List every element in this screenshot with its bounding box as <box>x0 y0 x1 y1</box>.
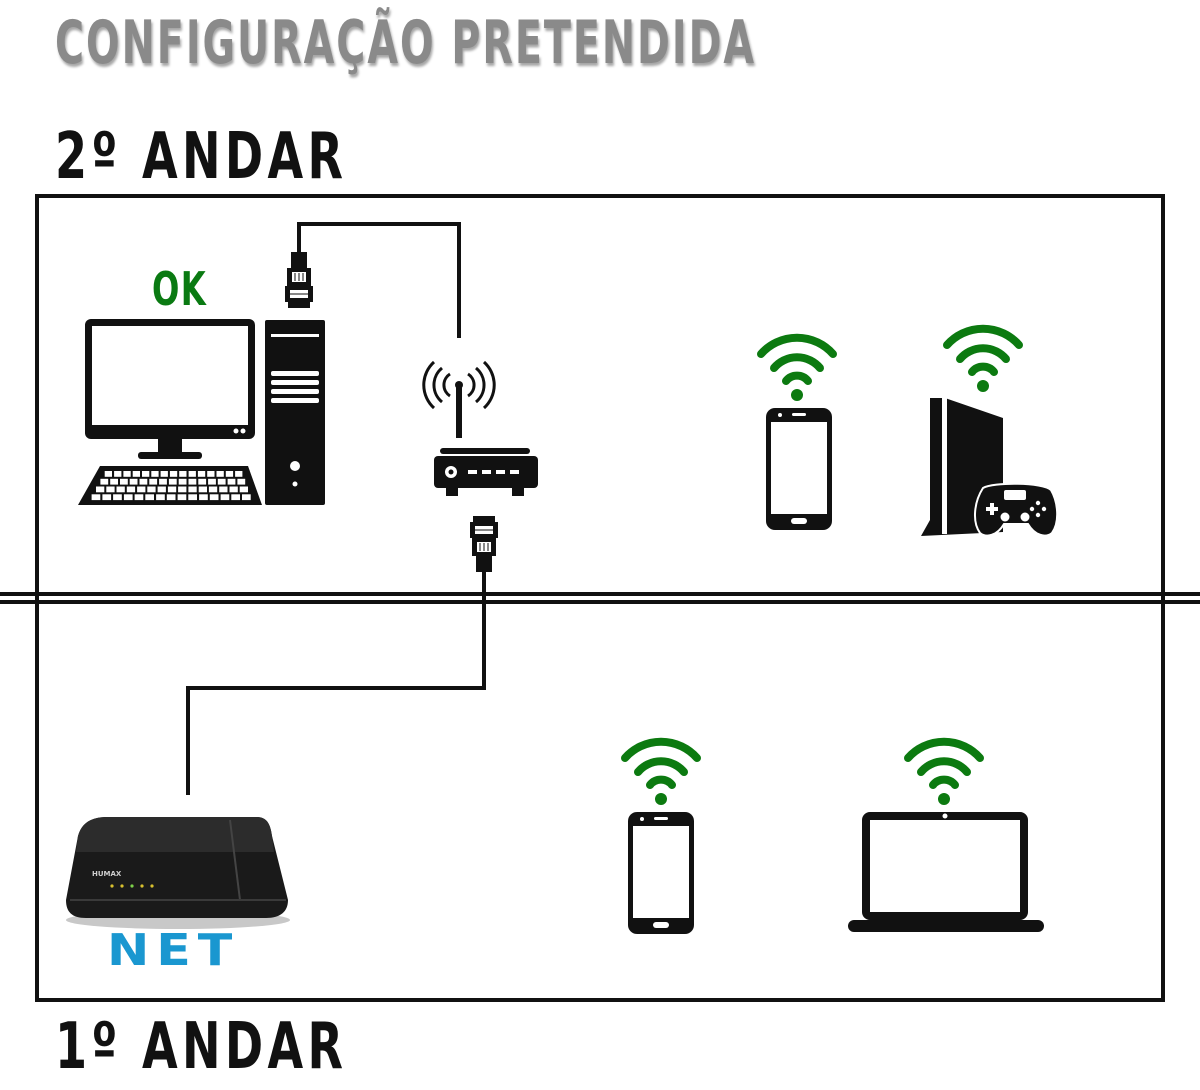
ethernet-plug-icon <box>284 251 314 309</box>
wifi-router-icon <box>422 360 538 496</box>
page-title: CONFIGURAÇÃO PRETENDIDA <box>55 8 757 78</box>
status-ok-label: OK <box>152 262 208 316</box>
net-provider-logo: NET <box>107 925 240 976</box>
ethernet-cable-pc-router <box>297 222 461 338</box>
wifi-signal-icon <box>947 329 1019 392</box>
smartphone-icon <box>628 812 694 934</box>
floor-label-lower: 1º ANDAR <box>55 1010 348 1084</box>
desktop-computer-icon <box>78 319 325 505</box>
laptop-icon <box>848 812 1044 932</box>
cable-modem-icon: HUMAX <box>66 817 290 929</box>
wifi-signal-icon <box>625 742 697 805</box>
modem-brand-label: HUMAX <box>92 870 122 878</box>
ethernet-cable-router-modem <box>186 572 486 795</box>
wifi-signal-icon <box>761 338 833 401</box>
floors-frame <box>35 194 1165 1002</box>
ethernet-plug-icon <box>469 515 499 573</box>
wifi-signal-icon <box>908 742 980 805</box>
smartphone-icon <box>766 408 832 530</box>
floor-label-upper: 2º ANDAR <box>55 120 348 194</box>
game-console-icon <box>921 398 1059 537</box>
keyboard-keys <box>91 471 251 501</box>
